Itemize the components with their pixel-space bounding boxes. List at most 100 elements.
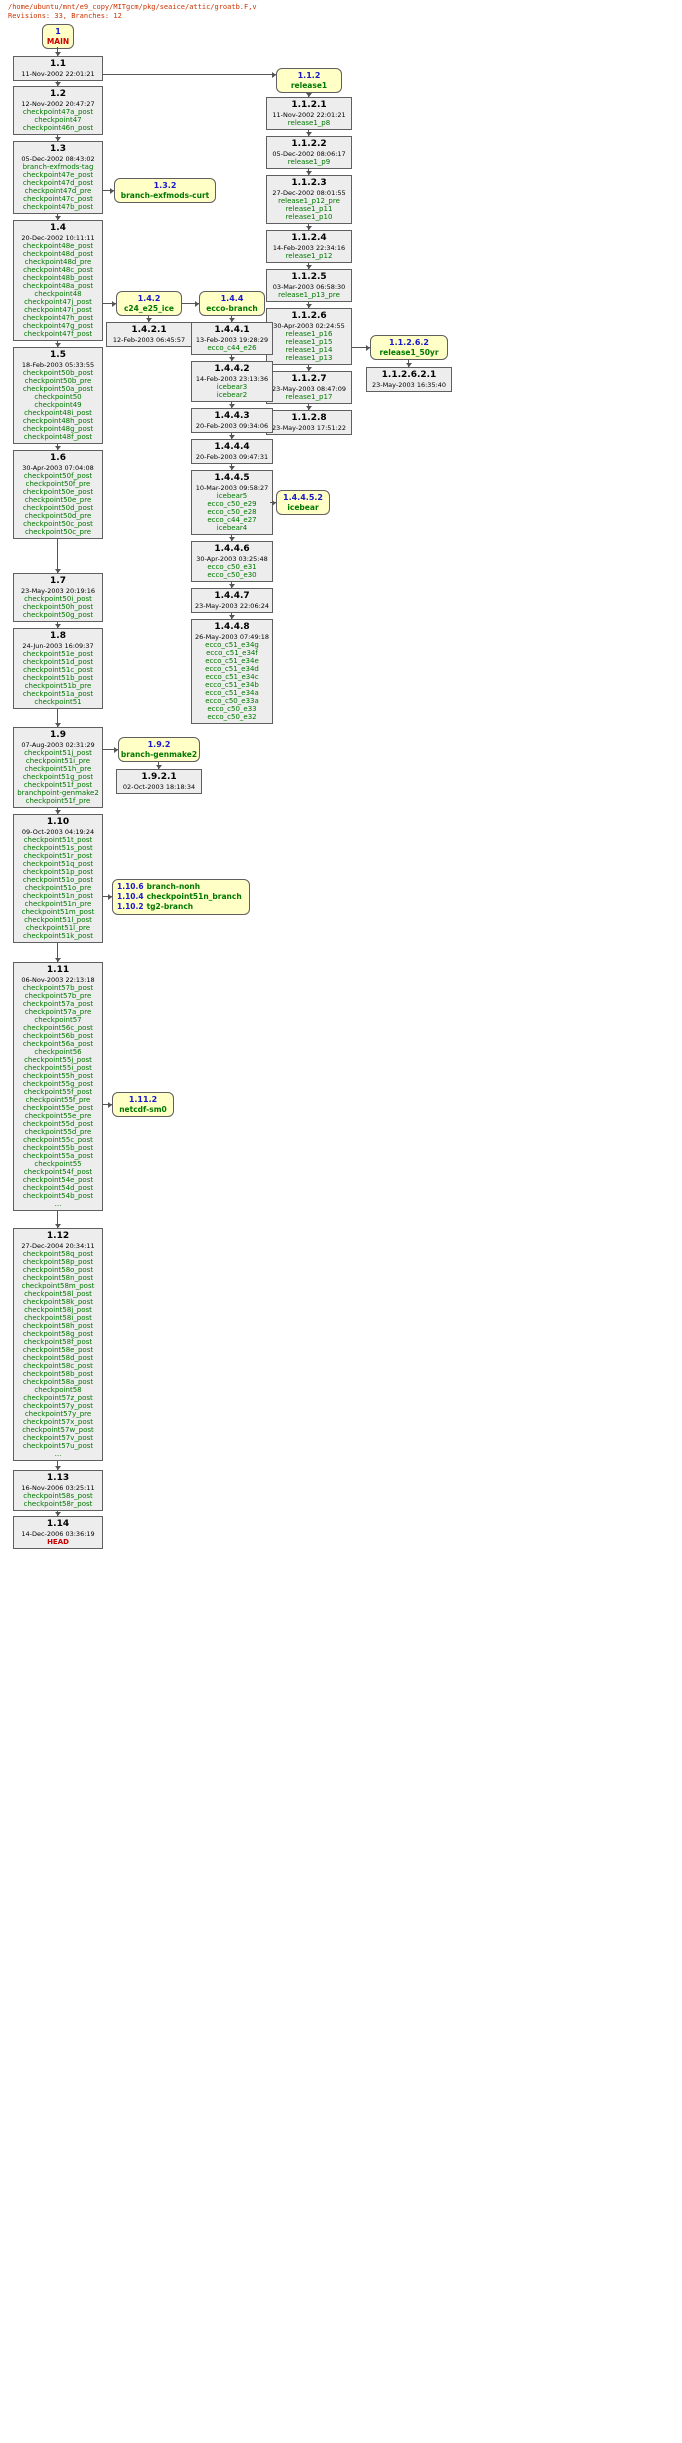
tag-label: checkpoint57 xyxy=(34,1016,82,1024)
tag-label: checkpoint50f_pre xyxy=(25,480,91,488)
revision-box-1-5[interactable]: 1.5 18-Feb-2003 05:33:55 checkpoint50b_p… xyxy=(13,347,103,444)
tag-label: checkpoint51o_post xyxy=(22,876,94,884)
revision-date: 14-Feb-2003 22:34:16 xyxy=(272,244,346,252)
branch-box-ecco[interactable]: 1.4.4 ecco-branch xyxy=(199,291,265,316)
revision-number: 1.4.4.2 xyxy=(214,364,250,374)
revision-box-1-2[interactable]: 1.2 12-Nov-2002 20:47:27 checkpoint47a_p… xyxy=(13,86,103,135)
tag-label: checkpoint47j_post xyxy=(24,298,92,306)
revision-box-1-4-4-8[interactable]: 1.4.4.8 26-May-2003 07:49:18 ecco_c51_e3… xyxy=(191,619,273,724)
revision-box-1-1-2-6[interactable]: 1.1.2.6 30-Apr-2003 02:24:55 release1_p1… xyxy=(266,308,352,365)
tag-label: release1_p11 xyxy=(285,205,333,213)
tag-label: release1_p16 xyxy=(285,330,333,338)
revision-box-1-4-2-1[interactable]: 1.4.2.1 12-Feb-2003 06:45:57 xyxy=(106,322,192,347)
revision-box-1-10[interactable]: 1.10 09-Oct-2003 04:19:24 checkpoint51t_… xyxy=(13,814,103,943)
revision-box-1-1-2-4[interactable]: 1.1.2.4 14-Feb-2003 22:34:16 release1_p1… xyxy=(266,230,352,263)
branch-name: netcdf-sm0 xyxy=(119,1105,167,1114)
revision-box-1-9[interactable]: 1.9 07-Aug-2003 02:31:29 checkpoint51j_p… xyxy=(13,727,103,808)
tag-label: checkpoint50 xyxy=(34,393,82,401)
branch-box-release1[interactable]: 1.1.2 release1 xyxy=(276,68,342,93)
connector-line xyxy=(270,500,276,506)
revision-box-1-1-2-2[interactable]: 1.1.2.2 05-Dec-2002 08:06:17 release1_p9 xyxy=(266,136,352,169)
revision-number: 1.1.2.1 xyxy=(291,100,327,110)
tag-label: release1_p15 xyxy=(285,338,333,346)
revision-box-1-1-2-3[interactable]: 1.1.2.3 27-Dec-2002 08:01:55 release1_p1… xyxy=(266,175,352,224)
revision-box-1-4[interactable]: 1.4 20-Dec-2002 10:11:11 checkpoint48e_p… xyxy=(13,220,103,341)
tag-label: checkpoint55i_post xyxy=(24,1064,92,1072)
revision-box-1-8[interactable]: 1.8 24-Jun-2003 16:09:37 checkpoint51e_p… xyxy=(13,628,103,709)
tag-label: ecco_c50_e29 xyxy=(207,500,257,508)
tag-label: checkpoint56 xyxy=(34,1048,82,1056)
tag-label: checkpoint51f_post xyxy=(23,781,93,789)
tag-label: ecco_c51_e34b xyxy=(205,681,259,689)
tag-label: checkpoint54d_post xyxy=(22,1184,94,1192)
revision-box-1-4-4-6[interactable]: 1.4.4.6 30-Apr-2003 03:25:48 ecco_c50_e3… xyxy=(191,541,273,582)
tag-label: checkpoint50c_post xyxy=(23,520,93,528)
tag-label: checkpoint51j_post xyxy=(24,749,92,757)
revision-box-1-4-4-1[interactable]: 1.4.4.1 13-Feb-2003 19:28:29 ecco_c44_e2… xyxy=(191,322,273,355)
branch-box-netcdf-sm0[interactable]: 1.11.2 netcdf-sm0 xyxy=(112,1092,174,1117)
revision-number: 1.1.2.5 xyxy=(291,272,327,282)
tag-label: checkpoint55 xyxy=(34,1160,82,1168)
tag-label: checkpoint51l_post xyxy=(24,916,92,924)
revision-box-1-4-4-4[interactable]: 1.4.4.4 20-Feb-2003 09:47:31 xyxy=(191,439,273,464)
branch-box-main[interactable]: 1 MAIN xyxy=(42,24,74,49)
revision-date: 24-Jun-2003 16:09:37 xyxy=(22,642,94,650)
revision-date: 30-Apr-2003 03:25:48 xyxy=(196,555,268,563)
revision-box-1-1-2-8[interactable]: 1.1.2.8 23-May-2003 17:51:22 xyxy=(266,410,352,435)
revision-number: 1.1.2.4 xyxy=(291,233,327,243)
revision-box-1-13[interactable]: 1.13 16-Nov-2006 03:25:11 checkpoint58s_… xyxy=(13,1470,103,1511)
revision-box-1-1-2-6-2-1[interactable]: 1.1.2.6.2.1 23-May-2003 16:35:40 xyxy=(366,367,452,392)
tag-label: checkpoint55h_post xyxy=(22,1072,94,1080)
revision-summary: Revisions: 33, Branches: 12 xyxy=(8,12,122,20)
revision-box-1-4-4-3[interactable]: 1.4.4.3 20-Feb-2003 09:34:06 xyxy=(191,408,273,433)
revision-number: 1.13 xyxy=(46,1473,70,1483)
revision-date: 12-Feb-2003 06:45:57 xyxy=(112,336,186,344)
revision-box-1-1-2-7[interactable]: 1.1.2.7 23-May-2003 08:47:09 release1_p1… xyxy=(266,371,352,404)
revision-box-1-1[interactable]: 1.1 11-Nov-2002 22:01:21 xyxy=(13,56,103,81)
revision-box-1-1-2-1[interactable]: 1.1.2.1 11-Nov-2002 22:01:21 release1_p8 xyxy=(266,97,352,130)
tag-label: checkpoint48d_post xyxy=(22,250,94,258)
tag-label: checkpoint51q_post xyxy=(22,860,94,868)
connector-line xyxy=(306,224,312,230)
tag-label: checkpoint48d_pre xyxy=(24,258,92,266)
branch-box-icebear[interactable]: 1.4.4.5.2 icebear xyxy=(276,490,330,515)
revision-number: 1.4.4.1 xyxy=(214,325,250,335)
tag-label: release1_p12_pre xyxy=(278,197,340,205)
tag-label: checkpoint57v_post xyxy=(22,1434,93,1442)
tag-label: checkpoint58n_post xyxy=(22,1274,94,1282)
tag-label: checkpoint58i_post xyxy=(24,1314,92,1322)
revision-box-1-12[interactable]: 1.12 27-Dec-2004 20:34:11 checkpoint58q_… xyxy=(13,1228,103,1461)
branch-revision: 1.4.2 xyxy=(137,294,161,303)
branch-box-exfmods-curt[interactable]: 1.3.2 branch-exfmods-curt xyxy=(114,178,216,203)
branch-name: c24_e25_ice xyxy=(123,304,174,313)
connector-line xyxy=(55,709,61,727)
revision-date: 20-Feb-2003 09:34:06 xyxy=(195,422,269,430)
tag-label: ecco_c51_e34d xyxy=(205,665,259,673)
revision-number: 1.8 xyxy=(50,631,66,641)
revision-box-1-4-4-7[interactable]: 1.4.4.7 23-May-2003 22:06:24 xyxy=(191,588,273,613)
revision-box-1-6[interactable]: 1.6 30-Apr-2003 07:04:08 checkpoint50f_p… xyxy=(13,450,103,539)
tag-label: checkpoint47d_pre xyxy=(24,187,92,195)
tag-label: release1_p12 xyxy=(285,252,333,260)
branch-box-genmake2[interactable]: 1.9.2 branch-genmake2 xyxy=(118,737,200,762)
connector-line xyxy=(156,762,162,769)
revision-box-1-11[interactable]: 1.11 06-Nov-2003 22:13:18 checkpoint57b_… xyxy=(13,962,103,1211)
branch-box-release1-50yr[interactable]: 1.1.2.6.2 release1_50yr xyxy=(370,335,448,360)
branch-box-c24-e25-ice[interactable]: 1.4.2 c24_e25_ice xyxy=(116,291,182,316)
tag-label: checkpoint54f_post xyxy=(23,1168,93,1176)
revision-box-1-14[interactable]: 1.14 14-Dec-2006 03:36:19 HEAD xyxy=(13,1516,103,1549)
revision-box-1-9-2-1[interactable]: 1.9.2.1 02-Oct-2003 18:18:34 xyxy=(116,769,202,794)
revision-date: 06-Nov-2003 22:13:18 xyxy=(21,976,95,984)
tag-label: ecco_c50_e32 xyxy=(207,713,257,721)
revision-number: 1.7 xyxy=(50,576,66,586)
revision-number: 1.1.2.7 xyxy=(291,374,327,384)
tag-label: ecco_c51_e34a xyxy=(205,689,259,697)
revision-box-1-7[interactable]: 1.7 23-May-2003 20:19:16 checkpoint50i_p… xyxy=(13,573,103,622)
tag-label: checkpoint55d_pre xyxy=(24,1128,92,1136)
revision-box-1-1-2-5[interactable]: 1.1.2.5 03-Mar-2003 06:58:30 release1_p1… xyxy=(266,269,352,302)
revision-box-1-3[interactable]: 1.3 05-Dec-2002 08:43:02 branch-exfmods-… xyxy=(13,141,103,214)
